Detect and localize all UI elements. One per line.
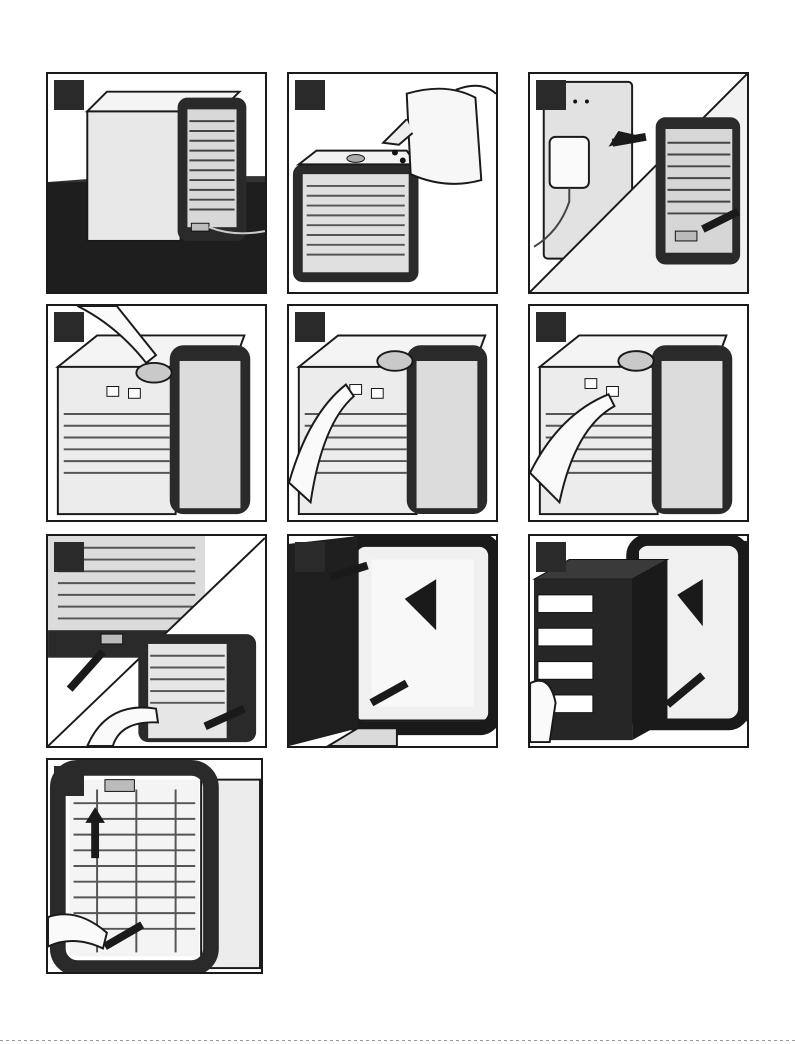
step-number-badge <box>295 80 325 110</box>
step-panel-5 <box>287 304 498 522</box>
step-number-badge <box>54 766 84 796</box>
step-number-badge <box>536 80 566 110</box>
step-number-badge <box>536 542 566 572</box>
step-panel-2 <box>287 72 498 294</box>
step-number-badge <box>54 312 84 342</box>
step-number-badge <box>295 312 325 342</box>
step-panel-7 <box>46 534 267 748</box>
step-number-badge <box>54 80 84 110</box>
step-panel-9 <box>528 534 749 748</box>
step-number-badge <box>536 312 566 342</box>
step-panel-4 <box>46 304 267 522</box>
step-panel-10 <box>46 758 263 974</box>
step-panel-6 <box>528 304 749 522</box>
step-panel-8 <box>287 534 498 748</box>
step-panel-1 <box>46 72 267 294</box>
step-number-badge <box>295 542 325 572</box>
bottom-dotted-rule <box>0 1040 795 1041</box>
step-number-badge <box>54 542 84 572</box>
step-panel-3 <box>528 72 749 294</box>
